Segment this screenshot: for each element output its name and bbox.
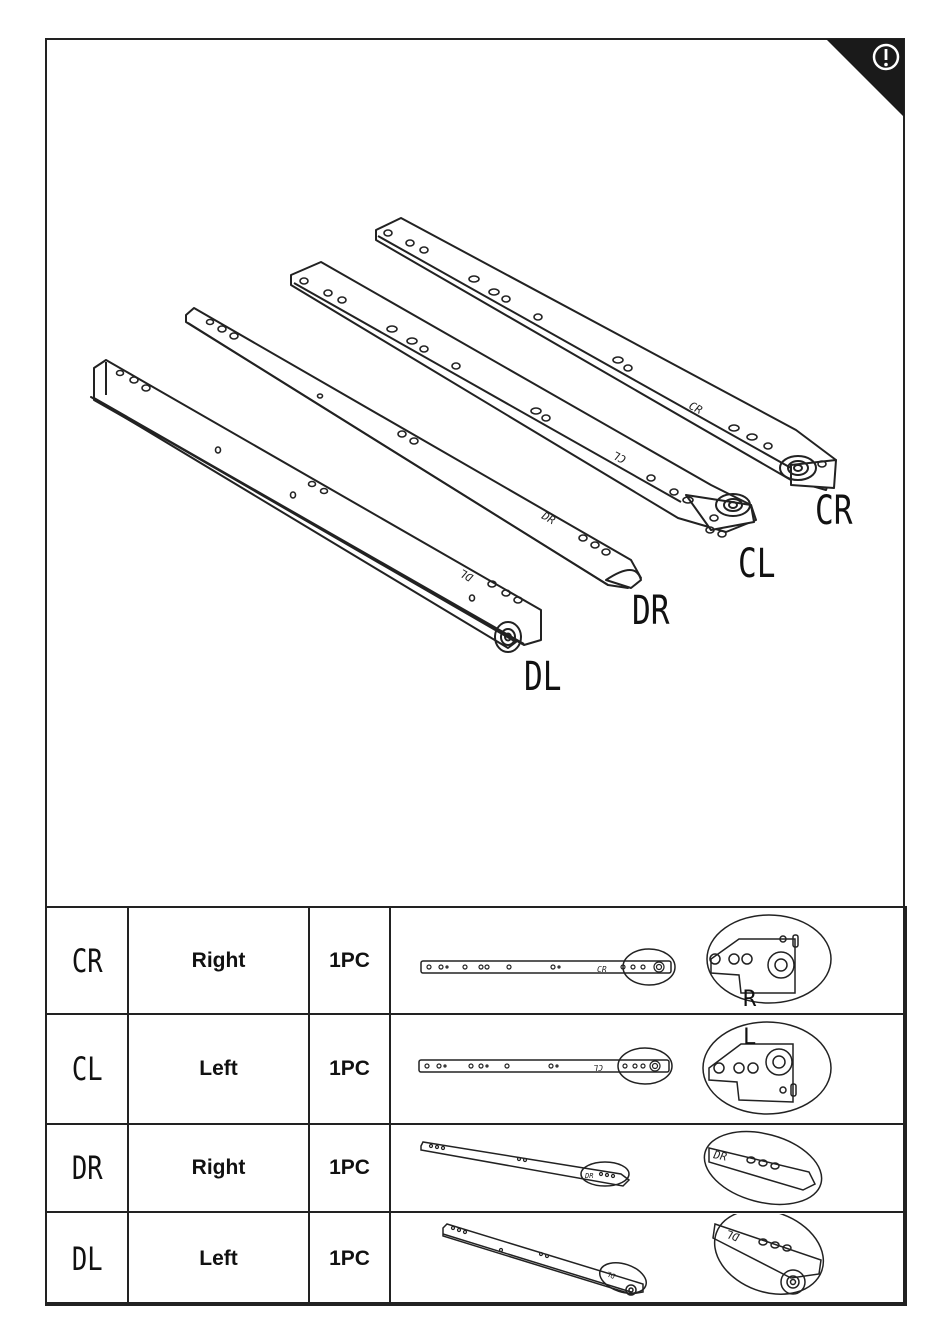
- part-code-cell: CL: [46, 1014, 128, 1124]
- part-code-cell: DR: [46, 1124, 128, 1212]
- part-image-cell: CL L: [390, 1014, 906, 1124]
- mini-mark: DR: [584, 1172, 593, 1180]
- part-code: CL: [72, 1050, 103, 1088]
- detail-mark: DR: [711, 1148, 728, 1164]
- detail-mark: DL: [724, 1227, 742, 1244]
- callout-cl: CL: [738, 541, 776, 587]
- table-row: CR Right 1PC: [46, 907, 906, 1014]
- part-image-cell: DL DL: [390, 1212, 906, 1305]
- part-side: Left: [128, 1212, 309, 1305]
- table-row: CL Left 1PC: [46, 1014, 906, 1124]
- detail-letter: L: [743, 1025, 756, 1050]
- mini-mark: DL: [606, 1269, 618, 1280]
- part-image-dr: DR DR: [391, 1126, 903, 1210]
- table-row: DR Right 1PC DR DR: [46, 1124, 906, 1212]
- part-quantity: 1PC: [309, 1212, 390, 1305]
- part-side: Right: [128, 1124, 309, 1212]
- part-code: DR: [72, 1149, 103, 1187]
- table-row: DL Left 1PC: [46, 1212, 906, 1305]
- part-image-cl: CL L: [391, 1016, 903, 1122]
- part-quantity: 1PC: [309, 907, 390, 1014]
- part-code: DL: [72, 1240, 103, 1278]
- part-code-cell: CR: [46, 907, 128, 1014]
- parts-table: CR Right 1PC: [45, 906, 907, 1306]
- part-image-dl: DL DL: [391, 1214, 903, 1303]
- part-code-cell: DL: [46, 1212, 128, 1305]
- part-code: CR: [72, 942, 103, 980]
- rails-illustration: CR CL DR DL: [46, 40, 904, 904]
- callout-dr: DR: [632, 588, 670, 634]
- part-side: Left: [128, 1014, 309, 1124]
- part-image-cr: CR R: [391, 909, 903, 1012]
- mini-mark: CR: [597, 965, 607, 974]
- callout-dl: DL: [524, 654, 562, 700]
- part-image-cell: CR R: [390, 907, 906, 1014]
- part-side: Right: [128, 907, 309, 1014]
- part-image-cell: DR DR: [390, 1124, 906, 1212]
- callout-cr: CR: [815, 488, 853, 534]
- part-quantity: 1PC: [309, 1014, 390, 1124]
- mini-mark: CL: [593, 1063, 603, 1072]
- part-quantity: 1PC: [309, 1124, 390, 1212]
- detail-letter: R: [743, 987, 757, 1012]
